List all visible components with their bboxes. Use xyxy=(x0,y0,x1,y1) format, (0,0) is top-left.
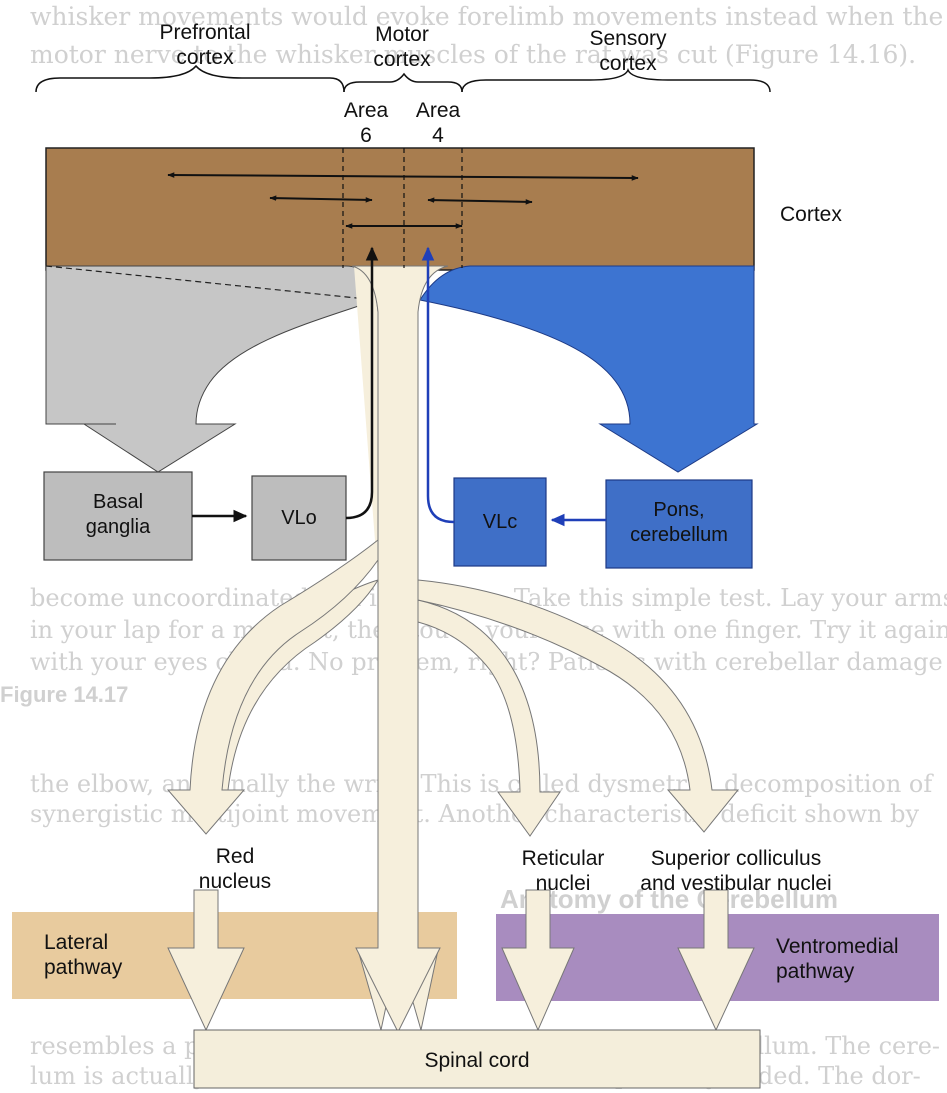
prefrontal-cortex-label: Prefrontal cortex xyxy=(159,21,251,69)
reticular-nuclei-label: Reticular nuclei xyxy=(521,847,605,895)
cortex-label: Cortex xyxy=(780,203,842,226)
arrow-vlc-to-area4 xyxy=(421,246,455,524)
bleed-heading: Anatomy of the Cerebellum xyxy=(500,884,839,914)
gray-pathway-boundary xyxy=(45,265,377,301)
basal-ganglia-box xyxy=(43,471,193,561)
vlo-box xyxy=(251,475,347,561)
arrow-vlo-to-area6 xyxy=(345,246,379,520)
cortex-arrow-area4 xyxy=(427,197,533,205)
superior-colliculus-label: Superior colliculus and vestibular nucle… xyxy=(640,847,832,895)
arrow-red-to-spinal xyxy=(167,889,245,1032)
bleed-text-2: motor nerve to the whisker muscles of th… xyxy=(30,40,917,69)
branch-red-nucleus xyxy=(166,538,379,835)
sensory-cortex-label: Sensory cortex xyxy=(589,27,667,75)
motor-brace xyxy=(343,72,463,93)
bleed-figure-caption: Figure 14.17 xyxy=(0,682,129,707)
vlc-label: VLc xyxy=(482,511,518,533)
spinal-cord-label: Spinal cord xyxy=(424,1049,530,1072)
lateral-pathway-label: Lateral pathway xyxy=(44,931,123,979)
area6-label: Area 6 xyxy=(343,99,389,147)
arrow-reticular-to-spinal xyxy=(501,889,575,1032)
descending-trunk xyxy=(351,265,449,1034)
blue-pathway xyxy=(419,265,759,473)
gray-pathway xyxy=(45,265,377,473)
branch-superior-colliculus xyxy=(417,579,740,833)
basal-ganglia-label: Basal ganglia xyxy=(85,491,151,538)
vlo-label: VLo xyxy=(281,507,317,529)
cortex-band xyxy=(45,147,755,271)
motor-cortex-label: Motor cortex xyxy=(373,23,431,71)
bleed-text-1: whisker movements would evoke forelimb m… xyxy=(30,2,944,31)
ventromedial-pathway-label: Ventromedial pathway xyxy=(776,935,899,983)
cortex-arrow-area6 xyxy=(269,195,373,203)
cortex-arrow-long xyxy=(167,172,639,181)
prefrontal-brace xyxy=(35,64,345,93)
arrow-superior-to-spinal xyxy=(677,889,755,1032)
spinal-cord-box xyxy=(193,1029,761,1089)
area4-label: Area 4 xyxy=(415,99,461,147)
red-nucleus-label: Red nucleus xyxy=(198,845,272,893)
branch-reticular xyxy=(417,599,561,837)
bleed-text-7: synergistic multijoint movement. Another… xyxy=(30,800,920,828)
sensory-brace xyxy=(461,67,771,93)
vlc-box xyxy=(453,477,547,567)
pons-cerebellum-label: Pons, cerebellum xyxy=(630,499,728,546)
pons-cerebellum-box xyxy=(605,479,753,569)
